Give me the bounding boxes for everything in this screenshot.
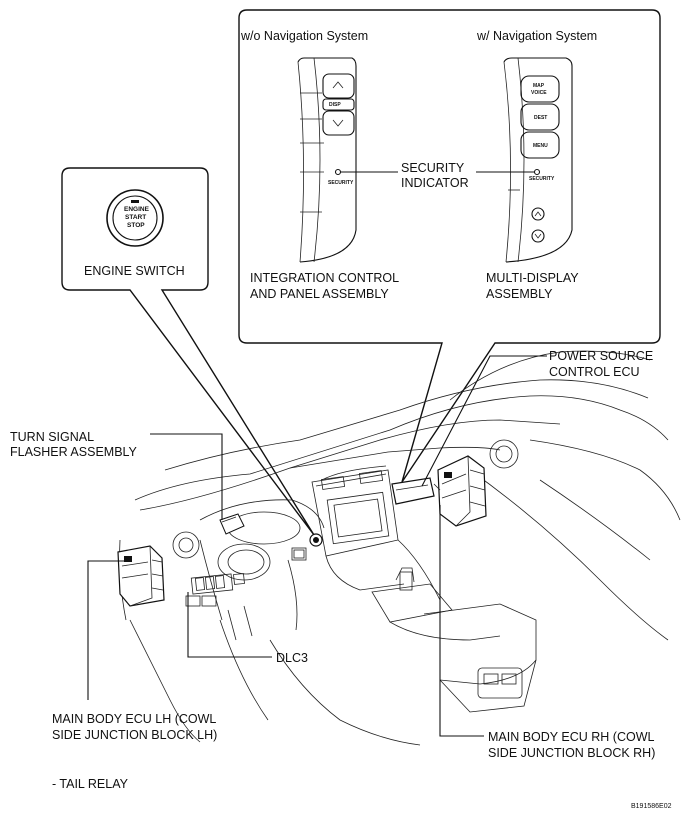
engine-start-stop-button: ENGINE START STOP: [106, 189, 164, 247]
menu-label: MENU: [533, 143, 548, 149]
multi-display-label-1: MULTI-DISPLAY: [486, 271, 579, 285]
map-label: MAP: [533, 83, 545, 89]
main-body-rh-label-2: SIDE JUNCTION BLOCK RH): [488, 746, 655, 760]
dlc3-label: DLC3: [276, 651, 308, 665]
main-body-rh-label-1: MAIN BODY ECU RH (COWL: [488, 730, 654, 744]
engine-button-line1: ENGINE: [124, 206, 150, 213]
security-indicator-led-right: [533, 168, 541, 176]
security-small-right: SECURITY: [529, 176, 555, 182]
display-off-label: DISP: [329, 102, 341, 108]
heading-without-nav: w/o Navigation System: [240, 29, 368, 43]
power-source-ecu-drawing: [391, 477, 441, 505]
engine-button-line3: STOP: [127, 222, 145, 229]
security-indicator-label-2: INDICATOR: [401, 176, 469, 190]
engine-switch-label: ENGINE SWITCH: [84, 264, 185, 278]
integration-panel-label-1: INTEGRATION CONTROL: [250, 271, 399, 285]
integration-panel-label-2: AND PANEL ASSEMBLY: [250, 287, 389, 301]
security-small-left: SECURITY: [328, 180, 354, 186]
main-body-lh-label-2: SIDE JUNCTION BLOCK LH): [52, 728, 217, 742]
engine-switch-callout: [61, 167, 315, 536]
figure-code: B191586E02: [631, 803, 672, 810]
multi-display-label-2: ASSEMBLY: [486, 287, 553, 301]
main-body-lh-label-1: MAIN BODY ECU LH (COWL: [52, 712, 216, 726]
panel-callout: [238, 9, 661, 483]
power-source-label-1: POWER SOURCE: [549, 349, 653, 363]
integration-control-panel-drawing: DISP SECURITY: [297, 57, 357, 263]
multi-display-panel-drawing: MAP VOICE DEST MENU SECURITY: [503, 57, 573, 263]
engine-button-line2: START: [125, 214, 146, 221]
tail-relay-label: - TAIL RELAY: [52, 777, 129, 791]
voice-label: VOICE: [531, 90, 547, 96]
dashboard-illustration: [119, 350, 681, 746]
main-body-ecu-lh-drawing: [117, 545, 165, 607]
main-body-ecu-rh-drawing: [437, 455, 487, 527]
heading-with-nav: w/ Navigation System: [476, 29, 597, 43]
power-source-label-2: CONTROL ECU: [549, 365, 640, 379]
leader-lines: [87, 355, 547, 737]
security-indicator-label-1: SECURITY: [401, 161, 465, 175]
turn-signal-label-2: FLASHER ASSEMBLY: [10, 445, 138, 459]
turn-signal-label-1: TURN SIGNAL: [10, 430, 94, 444]
dest-label: DEST: [534, 115, 547, 121]
security-indicator-led-left: [334, 168, 342, 176]
